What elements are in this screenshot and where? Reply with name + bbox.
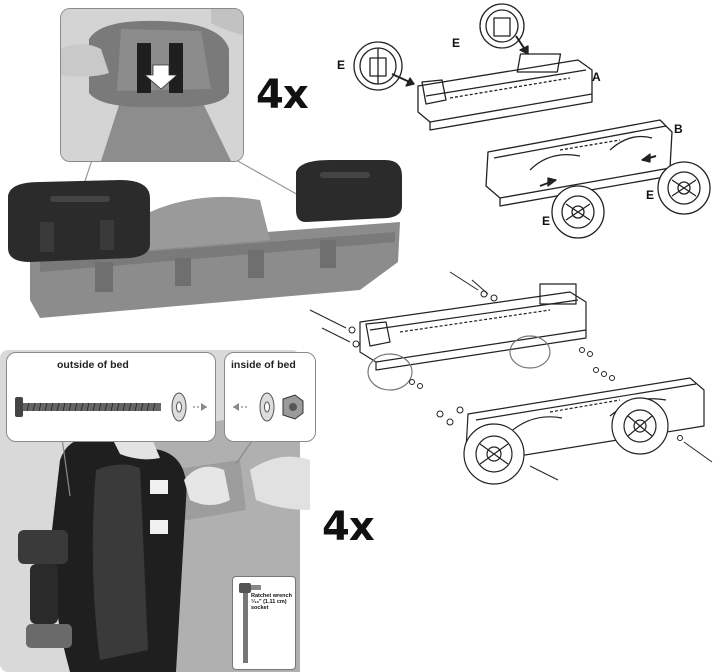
bottom-multiplier: 4x — [322, 504, 375, 550]
bolt-washer-illustration — [15, 392, 207, 422]
top-multiplier: 4x — [256, 72, 309, 118]
ratchet-wrench-inset: Ratchet wrench ⁷⁄₁₆" (1.11 cm) socket — [232, 576, 296, 670]
inside-of-bed-panel: inside of bed — [224, 352, 316, 442]
outside-of-bed-label: outside of bed — [57, 359, 129, 371]
label-a: A — [592, 70, 601, 84]
inside-of-bed-label: inside of bed — [231, 359, 296, 371]
bolt-assembly-diagram — [309, 271, 713, 485]
wheel-lower-right — [611, 397, 669, 455]
nut-washer-illustration — [233, 392, 304, 422]
bolt-set-upper — [309, 271, 593, 389]
top-photo-callout — [60, 8, 244, 162]
tire-attach-photo — [61, 9, 243, 161]
wheel-e-3 — [551, 185, 605, 239]
outside-of-bed-panel: outside of bed — [6, 352, 216, 442]
ratchet-wrench-label: Ratchet wrench ⁷⁄₁₆" (1.11 cm) socket — [251, 593, 292, 611]
top-photo-scene — [0, 0, 420, 330]
ratchet-wrench-icon — [239, 583, 261, 663]
label-e-4: E — [646, 188, 655, 202]
wheel-e-1 — [353, 41, 403, 91]
label-e-3: E — [542, 214, 551, 228]
wheel-e-4 — [657, 161, 711, 215]
top-photo-illustration — [8, 159, 402, 318]
label-b: B — [674, 122, 683, 136]
wheel-e-2 — [479, 3, 525, 49]
bottom-callout-lines — [61, 437, 255, 497]
bed-part-a — [417, 53, 593, 131]
label-e-1: E — [337, 58, 346, 72]
bolt-set-lower — [436, 367, 713, 481]
wheel-lower-left — [463, 423, 525, 485]
label-e-2: E — [452, 36, 461, 50]
top-right-assembly-diagram — [353, 3, 711, 239]
